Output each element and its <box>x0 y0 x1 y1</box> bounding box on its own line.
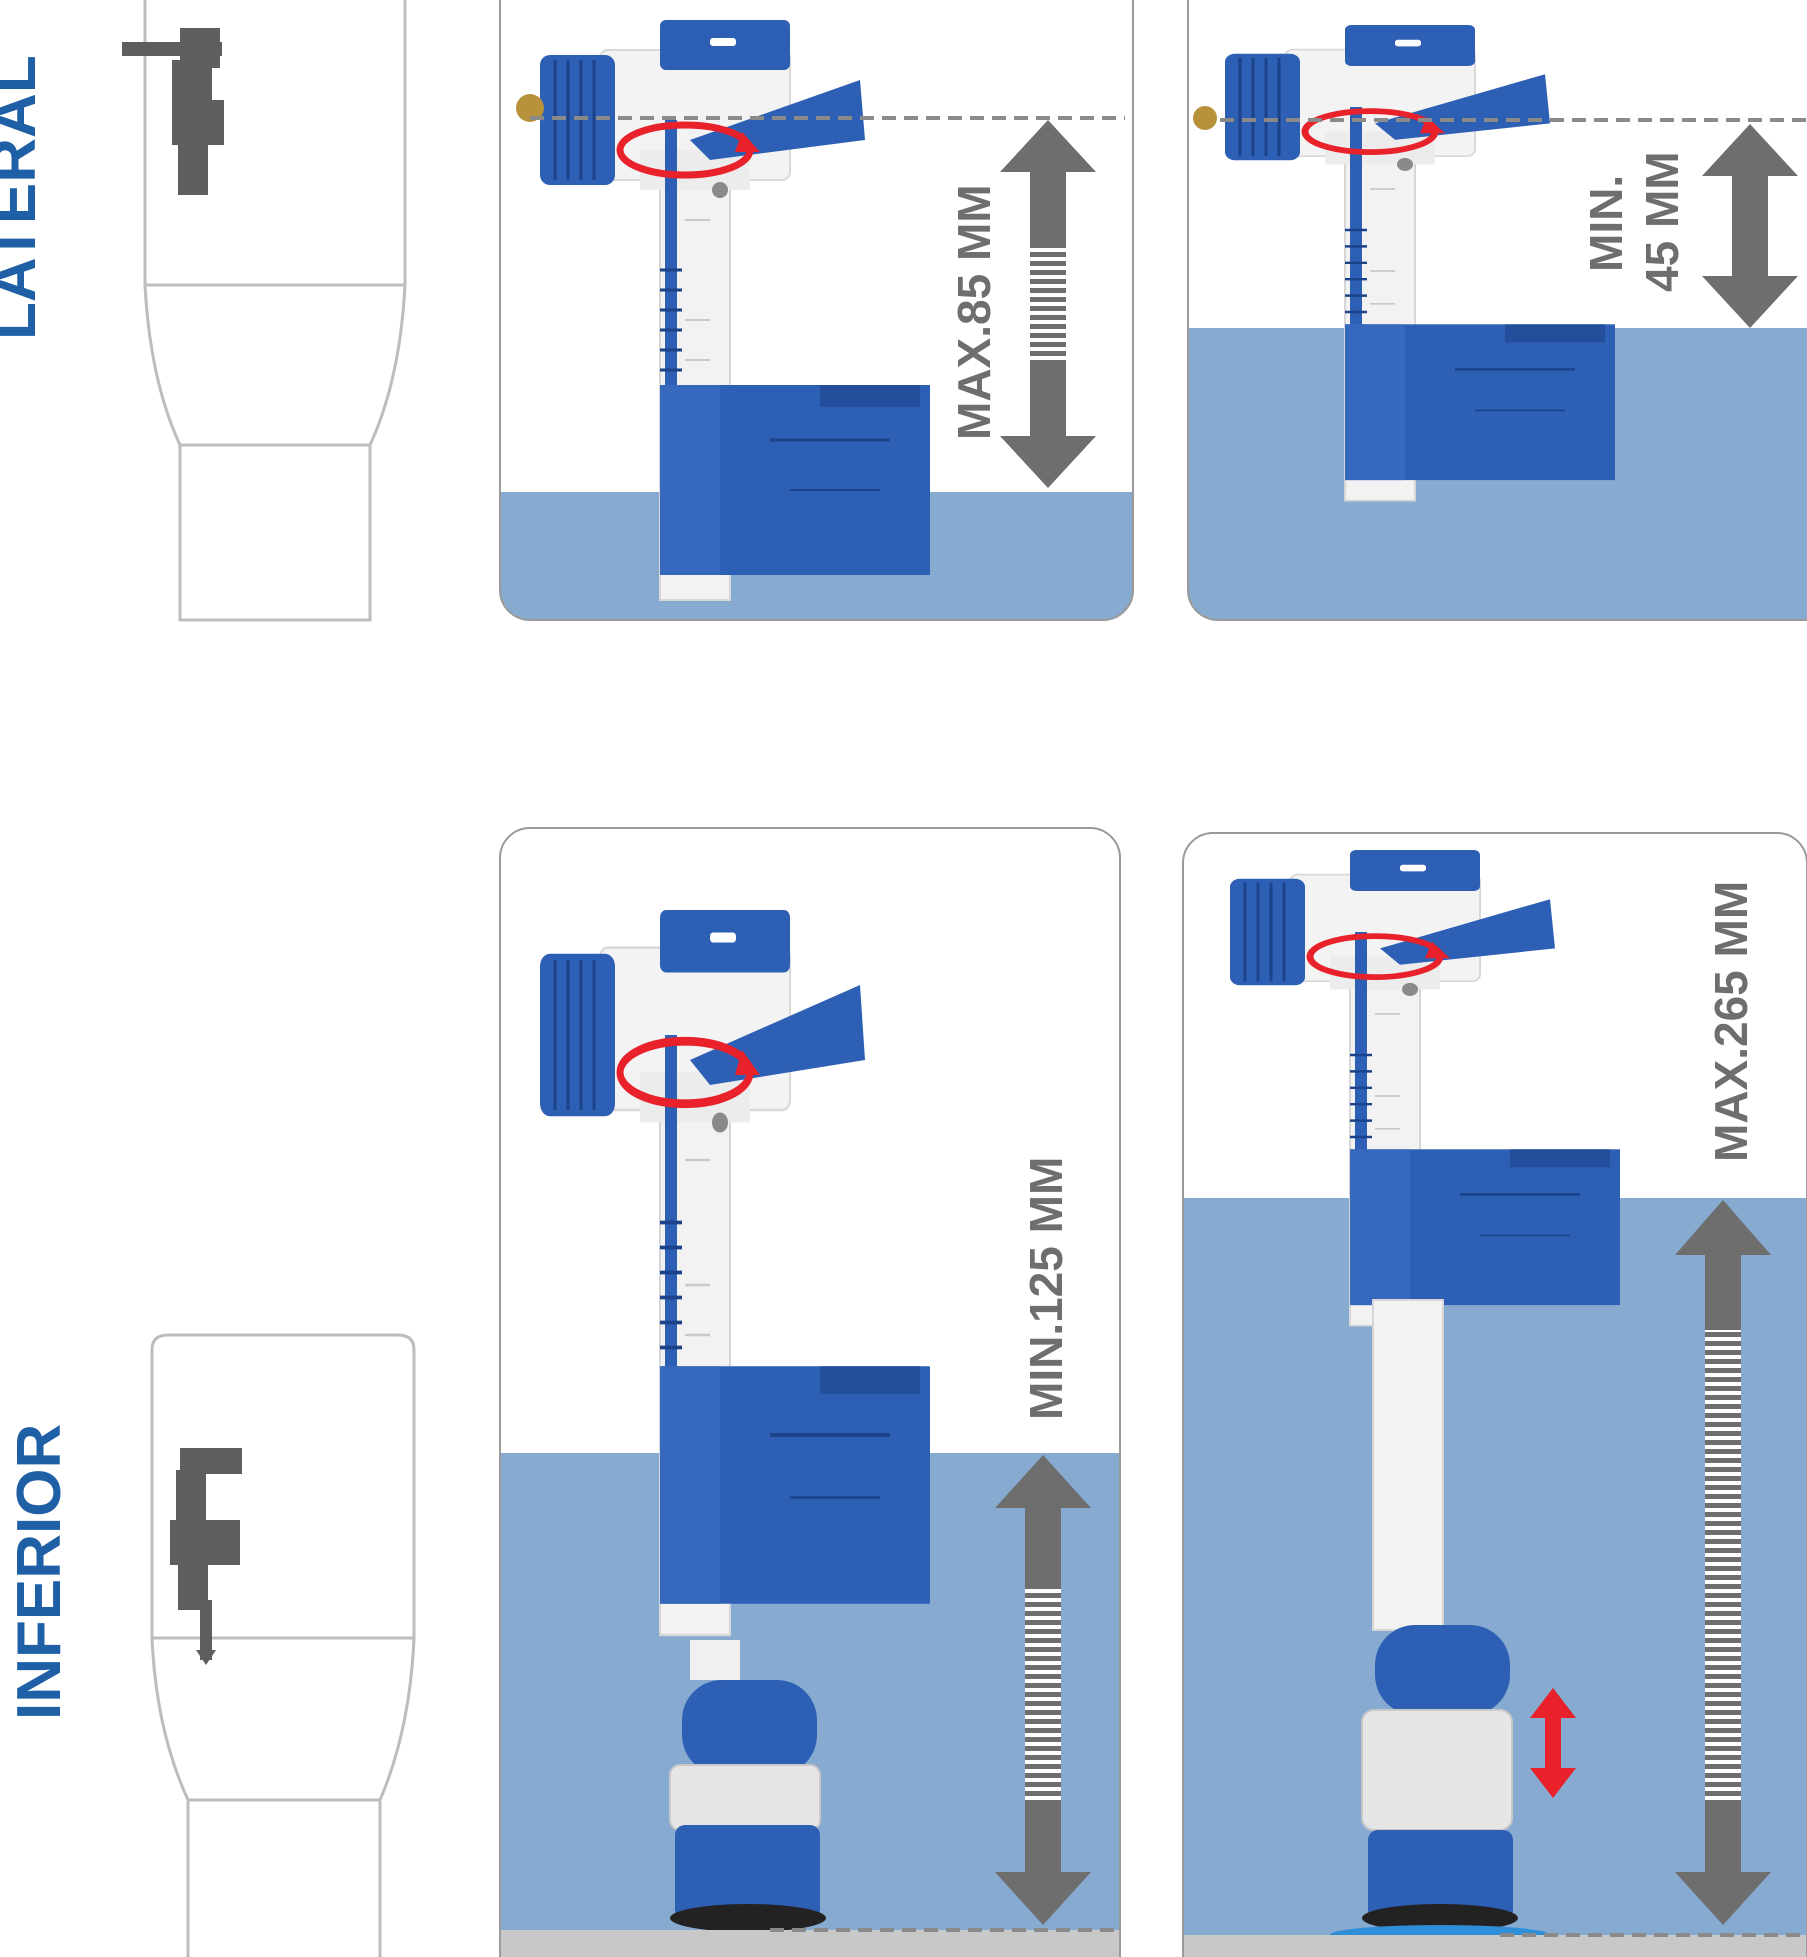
measure-label-min-45-line1: MIN. <box>1580 175 1632 272</box>
section-label-inferior: INFERIOR <box>5 1424 74 1720</box>
measure-label-min-125: MIN.125 MM <box>1020 1157 1072 1420</box>
panel-lateral-min: MIN. 45 MM <box>1187 0 1807 621</box>
section-label-lateral: LATERAL <box>0 55 49 340</box>
panel-inferior-max: MAX.265 MM <box>1182 832 1807 1957</box>
double-arrow-icon <box>1702 124 1798 328</box>
height-adjust-arrow-icon <box>1530 1688 1576 1798</box>
double-arrow-icon <box>1000 120 1096 488</box>
tank-outline-icon-inferior <box>150 1333 416 1957</box>
double-arrow-icon <box>995 1455 1091 1925</box>
measure-label-max-265: MAX.265 MM <box>1705 881 1757 1162</box>
panel-inferior-min: MIN.125 MM <box>499 827 1121 1957</box>
tank-outline-icon-lateral <box>143 0 407 622</box>
panel-lateral-max: MAX.85 MM <box>499 0 1134 621</box>
double-arrow-icon <box>1675 1200 1771 1925</box>
valve-silhouette-icon-lateral <box>122 28 224 195</box>
measure-label-max-85: MAX.85 MM <box>948 184 1000 440</box>
valve-silhouette-icon-inferior <box>170 1448 242 1665</box>
measure-label-min-45-line2: 45 MM <box>1636 151 1688 292</box>
